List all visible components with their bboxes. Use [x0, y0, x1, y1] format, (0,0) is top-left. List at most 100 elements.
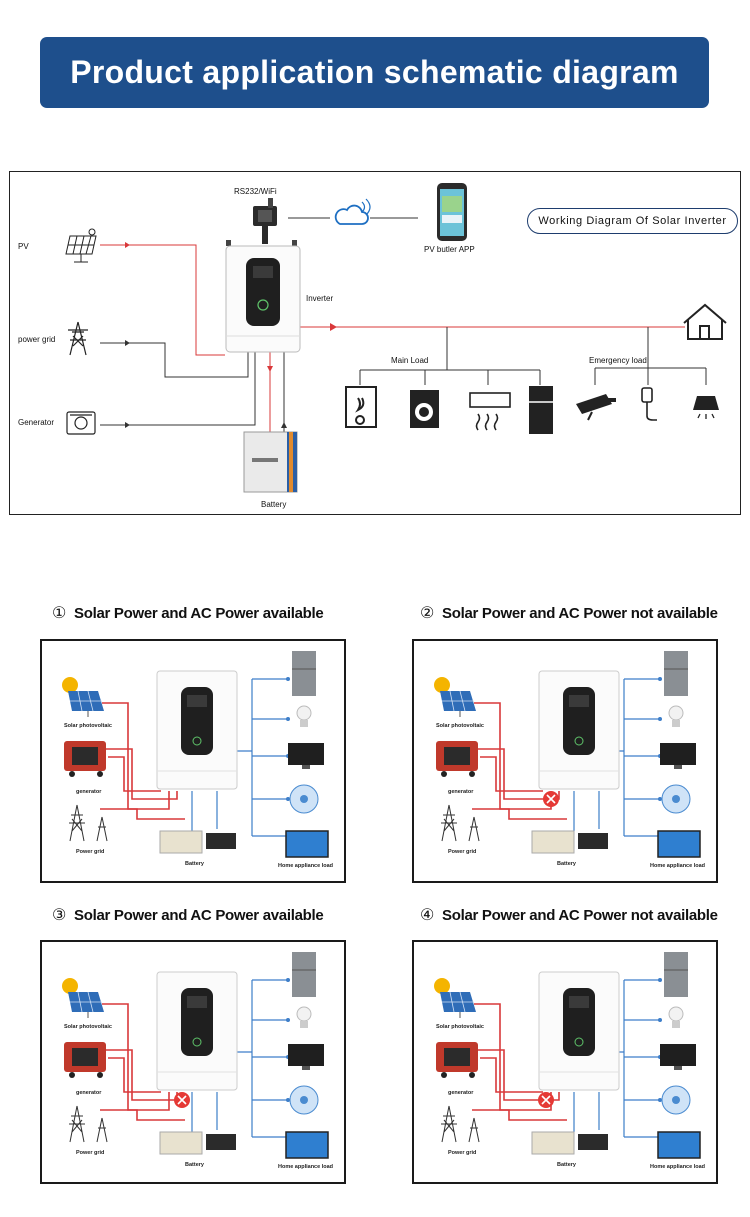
solar-label: Solar photovoltaic [64, 1024, 112, 1030]
blocked-marker-icon [174, 1092, 190, 1108]
monitor-icon [660, 1044, 696, 1070]
load-label: Home appliance load [650, 863, 706, 869]
fan-icon [661, 1085, 691, 1115]
emergency-load-bus [594, 327, 707, 385]
solar-panel-icon [434, 677, 476, 717]
washing-machine-icon [410, 390, 439, 428]
load-node [658, 978, 662, 982]
load-node [658, 677, 662, 681]
generator-icon [64, 741, 106, 777]
scenario-1-panel: Solar photovoltaic generator Power grid … [40, 639, 346, 883]
solar-label: Solar photovoltaic [436, 1024, 484, 1030]
app-label: PV butler APP [424, 245, 475, 254]
generator-icon [436, 741, 478, 777]
refrigerator-icon [664, 651, 688, 696]
main-load-bus [359, 327, 541, 385]
battery-icon [159, 830, 236, 854]
generator-icon [436, 1042, 478, 1078]
scenario-4-panel: Solar photovoltaic generator Power grid … [412, 940, 718, 1184]
inverter-label: Inverter [306, 294, 334, 303]
emergency-load-label: Emergency load [589, 356, 647, 365]
power-tower-icon [441, 1105, 480, 1143]
power-tower-icon [69, 804, 108, 842]
grid-label: Power grid [448, 1150, 477, 1156]
lamp-icon [693, 396, 719, 419]
title-banner: Product application schematic diagram [40, 37, 709, 108]
load-label: Home appliance load [278, 1164, 334, 1170]
solar-panel-icon [62, 677, 104, 717]
charger-icon [641, 387, 657, 421]
load-node [658, 1018, 662, 1022]
battery-icon [531, 1131, 608, 1155]
output-arrow [330, 323, 337, 331]
bulb-icon [296, 1006, 312, 1028]
grid-arrow [125, 340, 130, 346]
grid-label: Power grid [76, 849, 105, 855]
battery-icon [159, 1131, 236, 1155]
battery-icon [243, 431, 298, 493]
inverter-icon [156, 971, 238, 1091]
scenario-2-panel: Solar photovoltaic generator Power grid … [412, 639, 718, 883]
refrigerator-icon [529, 386, 553, 434]
load-wires [191, 979, 288, 1138]
scenario-wiring [434, 952, 701, 1159]
television-icon [657, 1131, 701, 1159]
fan-icon [289, 1085, 319, 1115]
battery-icon [531, 830, 608, 854]
fan-icon [289, 784, 319, 814]
bulb-icon [668, 705, 684, 727]
generator-icon [66, 411, 96, 435]
load-node [658, 717, 662, 721]
inverter-icon [538, 670, 620, 790]
load-node [286, 1098, 290, 1102]
working-diagram-badge: Working Diagram Of Solar Inverter [527, 208, 738, 234]
main-load-label: Main Load [391, 356, 429, 365]
boiler-icon [345, 386, 377, 428]
battery-arrow-up [281, 422, 287, 428]
air-conditioner-icon [469, 392, 511, 431]
fan-icon [661, 784, 691, 814]
solar-panel-icon [65, 228, 97, 263]
bulb-icon [296, 705, 312, 727]
scenario-wiring [62, 651, 329, 858]
house-icon [683, 303, 727, 340]
page-title: Product application schematic diagram [70, 54, 679, 90]
pv-line [100, 244, 225, 356]
generator-icon [64, 1042, 106, 1078]
monitor-icon [288, 1044, 324, 1070]
load-node [286, 797, 290, 801]
bulb-icon [668, 1006, 684, 1028]
generator-label: Generator [18, 418, 55, 427]
battery-label: Battery [185, 1162, 204, 1168]
battery-label: Battery [185, 861, 204, 867]
grid-label: Power grid [448, 849, 477, 855]
working-diagram-frame [9, 171, 741, 515]
power-tower-icon [69, 1105, 108, 1143]
power-tower-icon [68, 321, 88, 356]
load-node [658, 1098, 662, 1102]
battery-label: Battery [557, 861, 576, 867]
grid-label: Power grid [76, 1150, 105, 1156]
generator-label: generator [448, 789, 474, 795]
refrigerator-icon [292, 651, 316, 696]
phone-app-icon [437, 183, 467, 241]
rs232-label: RS232/WiFi [234, 187, 277, 196]
load-node [286, 677, 290, 681]
security-camera-icon [576, 394, 616, 421]
generator-line [100, 352, 256, 426]
scenario-wiring [62, 952, 329, 1159]
blocked-marker-icon [543, 791, 559, 807]
generator-label: generator [76, 789, 102, 795]
monitor-icon [660, 743, 696, 769]
inverter-icon [156, 670, 238, 790]
refrigerator-icon [292, 952, 316, 997]
battery-label: Battery [261, 500, 287, 509]
monitor-icon [288, 743, 324, 769]
load-wires [573, 979, 660, 1138]
load-node [286, 1018, 290, 1022]
television-icon [285, 830, 329, 858]
refrigerator-icon [664, 952, 688, 997]
solar-panel-icon [62, 978, 104, 1018]
